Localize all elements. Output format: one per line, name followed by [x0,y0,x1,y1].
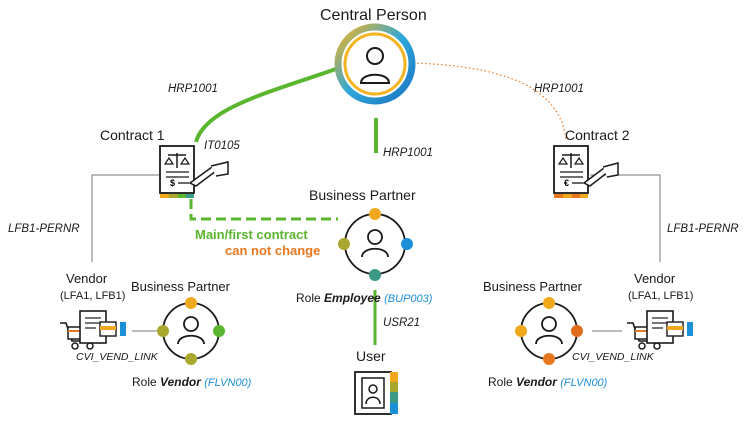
vendor-right-icon [627,310,693,350]
user-label: User [356,348,386,364]
vendor-right-label: Vendor [634,271,676,286]
link-usr21: USR21 [383,317,421,329]
user-badge-icon [354,371,398,415]
contract-2-icon: € [553,145,619,198]
note-cannot-change: can not change [225,243,321,258]
role-vendor-left-code: (FLVN00) [204,377,252,389]
contract-1-icon: $ [159,145,229,198]
note-main-contract: Main/first contract [195,227,308,242]
link-lfb1-pernr-left: LFB1-PERNR [8,223,80,235]
business-partner-right-label: Business Partner [483,279,582,294]
link-cvi-vend-right: CVI_VEND_LINK [572,351,654,363]
vendor-left-tables: (LFA1, LFB1) [60,290,126,302]
line-contract2-to-vendor-right [590,174,661,262]
business-partner-left-label: Business Partner [131,279,230,294]
link-lfb1-pernr-right: LFB1-PERNR [667,223,739,235]
line-contract1-to-vendor-left [91,174,159,262]
central-person-label: Central Person [320,7,427,24]
central-person-icon [334,23,416,105]
role-employee-code: (BUP003) [384,293,433,305]
role-vendor-right-prefix: Role [488,375,517,389]
link-hrp1001-right: HRP1001 [534,83,584,95]
link-it0105: IT0105 [204,140,240,152]
svg-text:€: € [564,178,569,188]
line-contract1-to-bp-dashed [189,199,338,221]
contract-2-label: Contract 2 [565,127,630,143]
link-cvi-vend-left: CVI_VEND_LINK [76,351,158,363]
business-partner-right-icon [515,297,583,365]
link-hrp1001-center: HRP1001 [383,147,433,159]
role-vendor-left-name: Vendor [160,375,201,389]
business-partner-center-label: Business Partner [309,187,416,203]
role-vendor-right: Role Vendor (FLVN00) [488,376,607,389]
role-vendor-left: Role Vendor (FLVN00) [132,376,251,389]
role-vendor-right-name: Vendor [516,375,557,389]
role-vendor-right-code: (FLVN00) [560,377,608,389]
role-vendor-left-prefix: Role [132,375,161,389]
line-central-to-contract2 [412,62,567,141]
vendor-left-icon [60,310,126,350]
business-partner-center-icon [338,208,413,281]
contract-1-label: Contract 1 [100,127,165,143]
role-employee-name: Employee [324,291,381,305]
business-partner-left-icon [157,297,225,365]
role-employee-prefix: Role [296,291,325,305]
role-employee: Role Employee (BUP003) [296,292,432,305]
link-hrp1001-left: HRP1001 [168,83,218,95]
vendor-right-tables: (LFA1, LFB1) [628,290,694,302]
line-central-to-contract1 [194,67,337,143]
svg-text:$: $ [170,178,175,188]
vendor-left-label: Vendor [66,271,108,286]
